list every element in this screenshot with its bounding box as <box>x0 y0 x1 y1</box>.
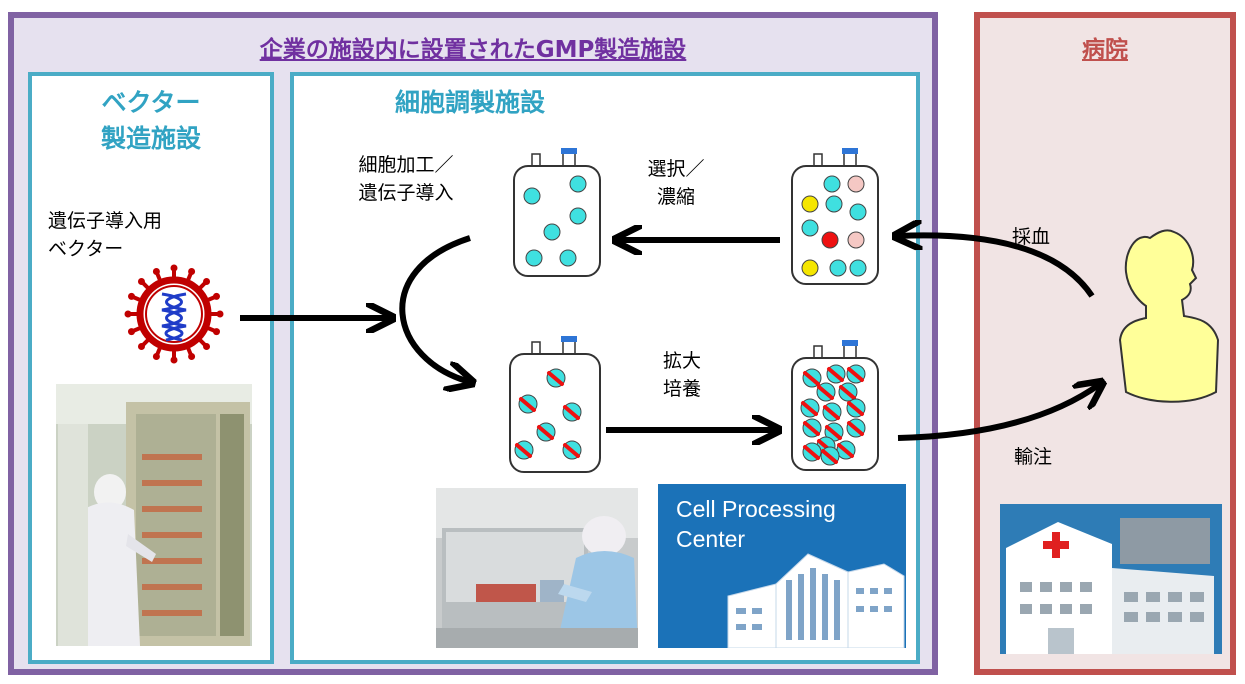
cpc-building-panel <box>658 484 906 648</box>
patient-icon <box>1118 229 1220 403</box>
culture-vessel-transduced <box>509 336 601 473</box>
virus-vector-icon <box>124 264 224 364</box>
expansion-label-line1: 拡大 <box>662 350 701 372</box>
vector-label-line2: ベクター <box>48 238 124 260</box>
vector-facility-title-line2: 製造施設 <box>100 124 201 153</box>
blood-collection-label: 採血 <box>1012 226 1051 248</box>
culture-vessel-blood <box>791 148 879 285</box>
hospital-building-icon <box>1000 504 1222 654</box>
processing-label-line2: 遺伝子導入 <box>358 182 454 204</box>
processing-label-line1: 細胞加工／ <box>358 154 454 176</box>
vector-label-line1: 遺伝子導入用 <box>48 210 163 232</box>
cell-facility-title: 細胞調製施設 <box>394 88 545 117</box>
vector-facility-title-line1: ベクター <box>101 88 201 117</box>
selection-label-line2: 濃縮 <box>656 186 695 208</box>
culture-vessel-processing <box>513 148 601 277</box>
cpc-title-line2: Center <box>676 526 746 552</box>
expansion-label-line2: 培養 <box>662 378 701 400</box>
culture-vessel-expanded <box>791 340 879 471</box>
vector-lab-photo <box>56 384 252 646</box>
infusion-arrow <box>897 384 1100 441</box>
infusion-label: 輸注 <box>1014 446 1053 468</box>
company-title: 企業の施設内に設置されたGMP製造施設 <box>259 37 687 63</box>
cpc-title-line1: Cell Processing <box>676 496 836 522</box>
blood-collection-arrow <box>898 235 1095 298</box>
gene-transfer-arc-arrow <box>399 235 470 382</box>
clean-bench-photo <box>436 488 638 648</box>
selection-label-line1: 選択／ <box>647 158 705 180</box>
hospital-title: 病院 <box>1082 37 1128 63</box>
